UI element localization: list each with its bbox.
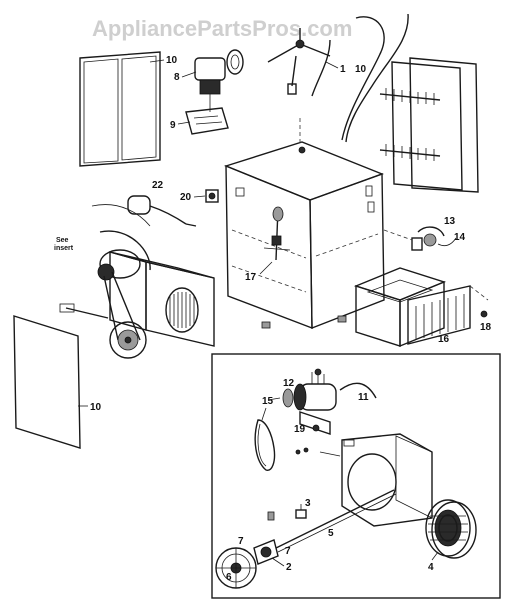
float-assembly: [263, 206, 291, 261]
insert-motor-mount: [299, 411, 331, 435]
callout-11: 11: [358, 392, 369, 403]
insert-belt: [254, 419, 276, 471]
blower-assembly: [59, 230, 215, 359]
filter-panel: [407, 285, 471, 345]
insert-bearing: [295, 504, 307, 519]
callout-9: 9: [170, 120, 176, 131]
callout-6: 6: [226, 572, 232, 583]
watermark-text: AppliancePartsPros.com: [92, 16, 352, 41]
callout-1: 1: [340, 64, 346, 75]
pump-motor: [194, 49, 244, 112]
callout-22: 22: [152, 180, 164, 191]
callout-12: 12: [283, 378, 295, 389]
callout-10a: 10: [166, 55, 178, 66]
insert-blower-wheel: [425, 499, 477, 559]
cooler-cabinet: [223, 141, 385, 330]
callout-4: 4: [428, 562, 434, 573]
callout-13: 13: [444, 216, 456, 227]
callout-15: 15: [262, 396, 274, 407]
callout-14: 14: [454, 232, 466, 243]
callout-19: 19: [294, 424, 306, 435]
see-insert-line1: See: [56, 237, 69, 244]
callout-3: 3: [305, 498, 311, 509]
left-evaporative-pad: [79, 51, 161, 167]
callout-5: 5: [328, 528, 334, 539]
callout-8: 8: [174, 72, 180, 83]
callout-10c: 10: [90, 402, 102, 413]
pump-base: [185, 107, 229, 135]
insert-bearing-hub: [253, 539, 279, 565]
power-cord: [127, 195, 197, 227]
callout-18: 18: [480, 322, 492, 333]
see-insert-line2: insert: [54, 245, 74, 252]
callout-20: 20: [180, 192, 192, 203]
water-distributor: [267, 28, 331, 95]
right-evaporative-pad: [379, 57, 479, 193]
callout-2: 2: [286, 562, 292, 573]
callout-7b: 7: [285, 546, 291, 557]
insert-box: [211, 353, 501, 599]
insert-pulley: [215, 547, 257, 589]
insert-blower-motor: [267, 368, 337, 411]
duct-collar: [353, 267, 447, 348]
callout-17: 17: [245, 272, 257, 283]
insert-blower-housing: [295, 433, 433, 527]
callout-10b: 10: [355, 64, 367, 75]
callout-7a: 7: [238, 536, 244, 547]
motor-bracket: [411, 226, 445, 251]
switch: [205, 189, 219, 203]
left-louvered-grille: [13, 315, 81, 449]
insert-shaft: [275, 489, 397, 553]
callout-16: 16: [438, 334, 450, 345]
